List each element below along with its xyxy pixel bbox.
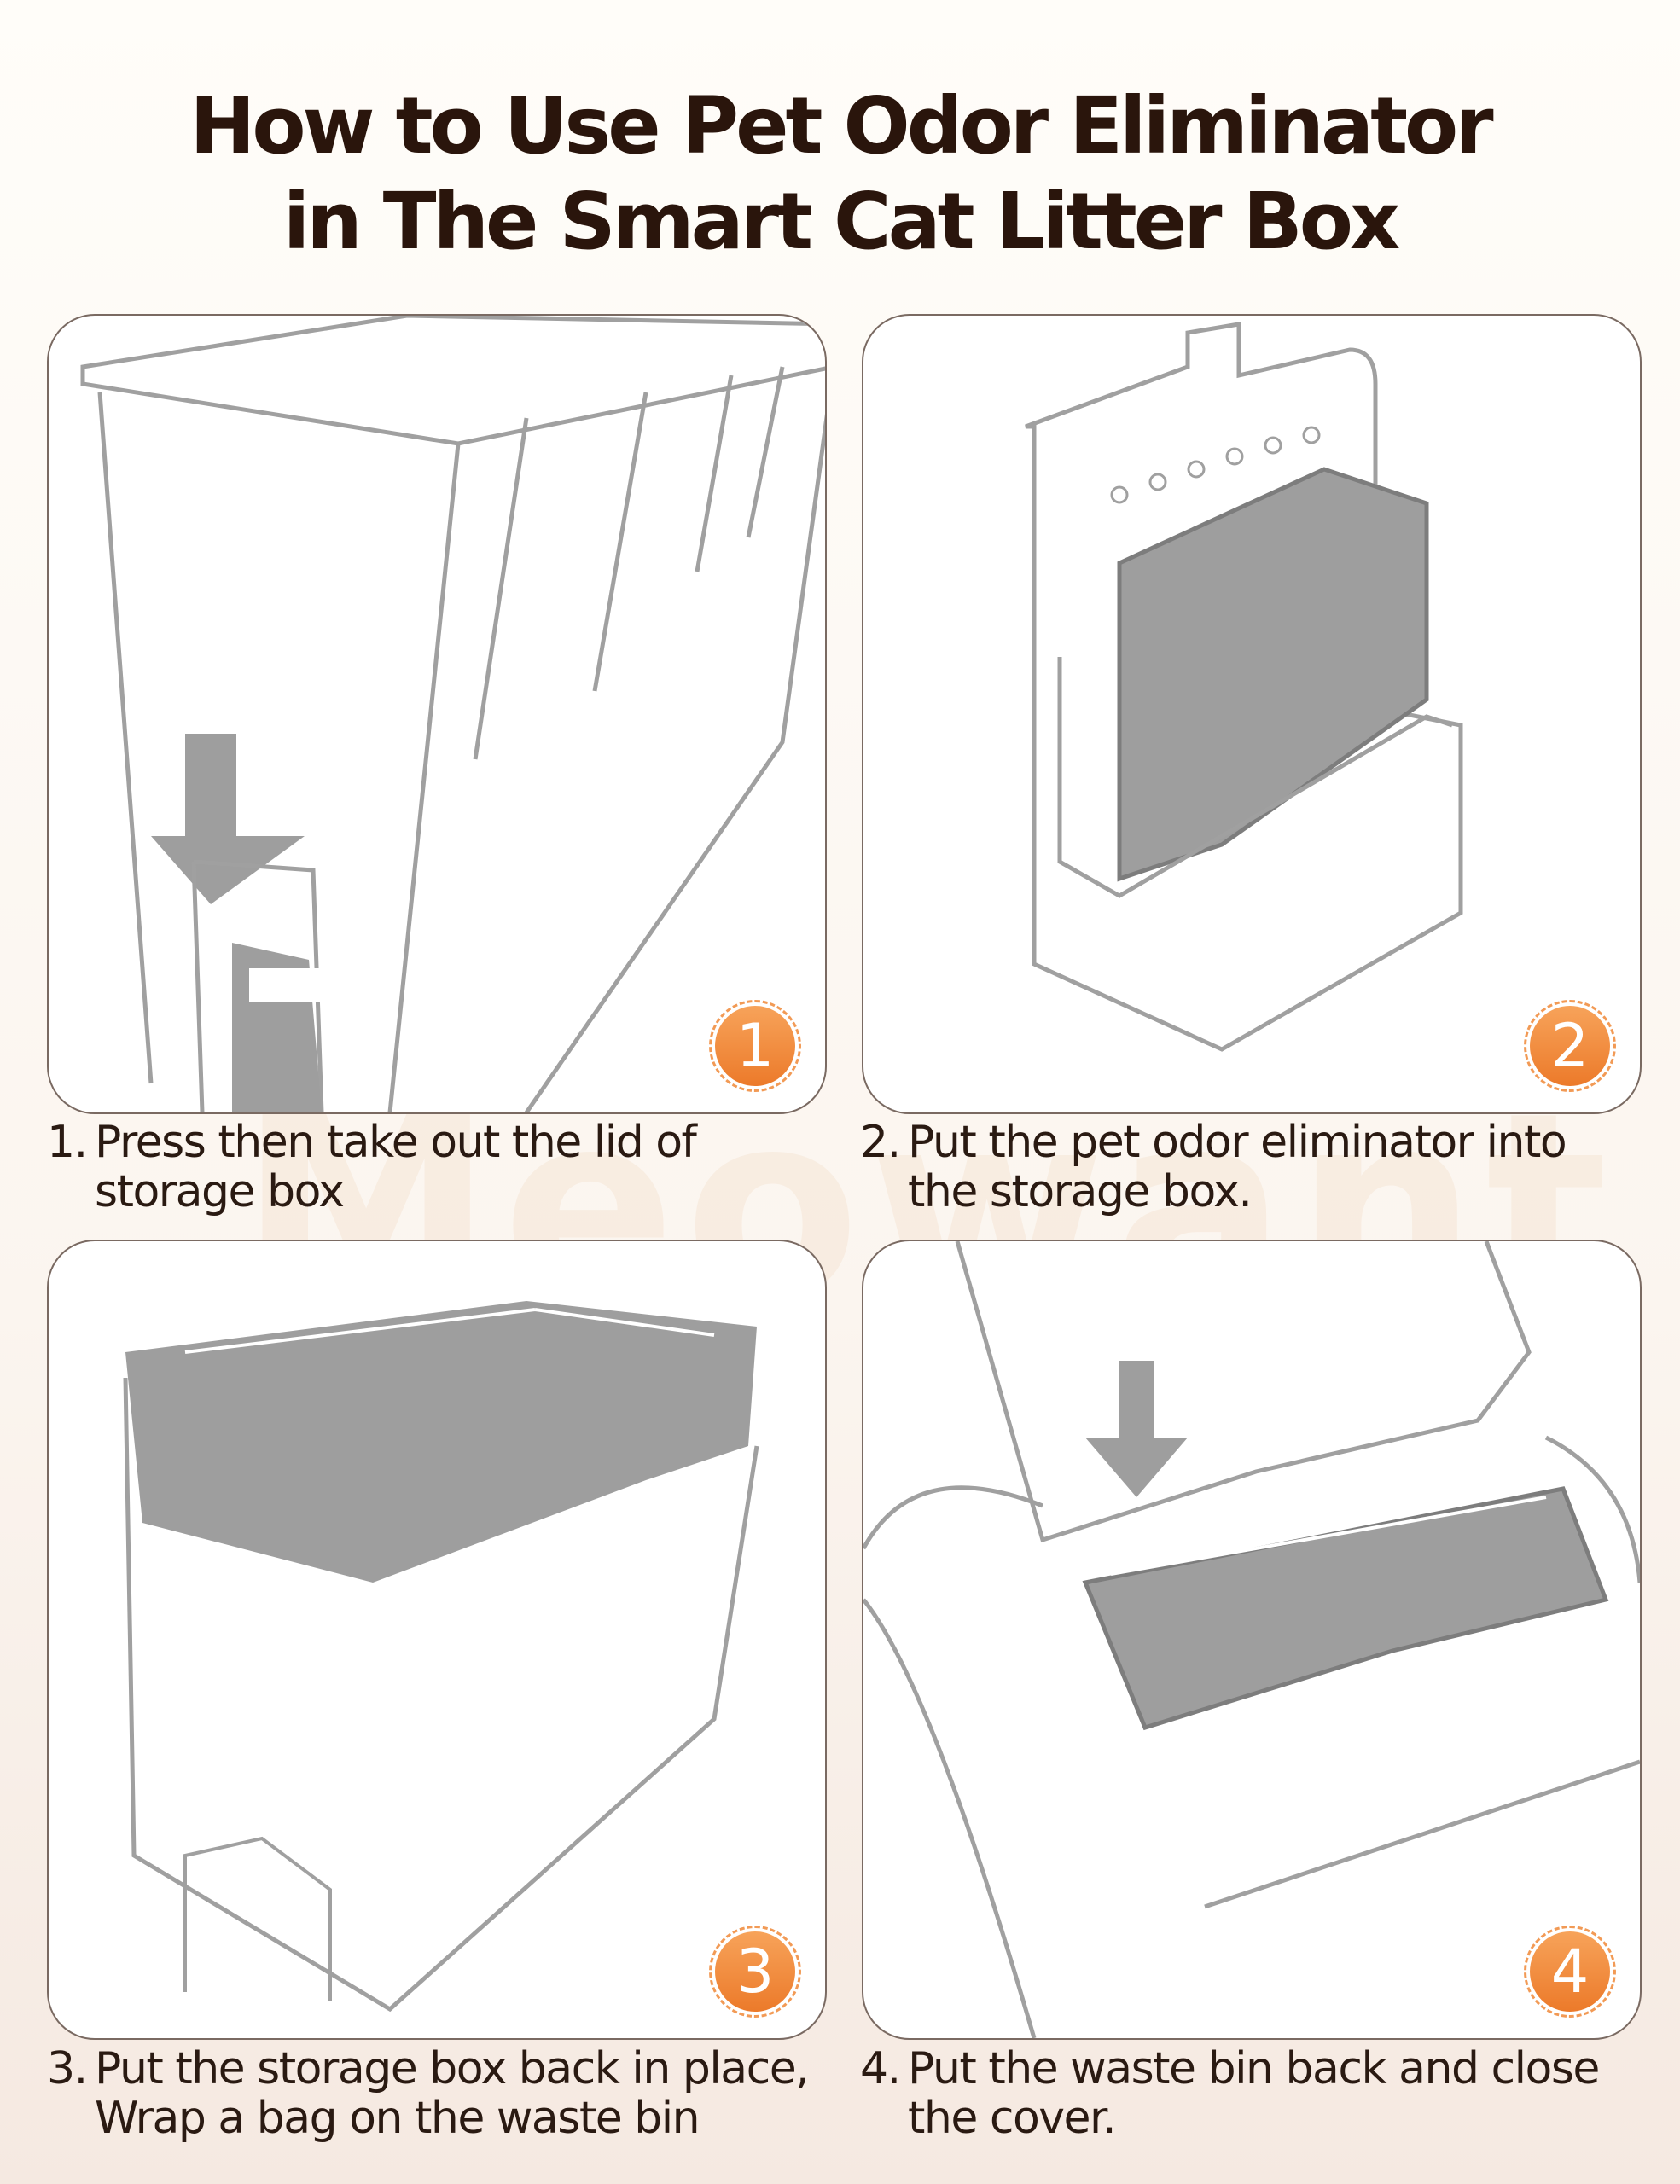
step-number: 4: [1530, 1931, 1610, 2012]
step-number-label: 2.: [860, 1117, 901, 1168]
waste-bin-bag-illustration: [123, 1301, 759, 2013]
step-badge: 4: [1524, 1926, 1616, 2018]
litter-box-close-cover-illustration: [863, 1241, 1640, 2038]
step-1-panel: 1: [47, 314, 827, 1114]
step-3-caption: 3. Put the storage box back in place, Wr…: [47, 2044, 849, 2143]
step-text: Put the pet odor eliminator into the sto…: [908, 1117, 1567, 1217]
step-number: 1: [715, 1006, 795, 1086]
step-1-caption: 1. Press then take out the lid of storag…: [47, 1118, 815, 1217]
step-badge: 3: [709, 1926, 801, 2018]
step-text: Put the storage box back in place, Wrap …: [95, 2043, 810, 2144]
title-line-1: How to Use Pet Odor Eliminator: [189, 80, 1493, 171]
step-4-panel: 4: [862, 1240, 1642, 2040]
step-badge: 2: [1524, 1000, 1616, 1092]
step-number-label: 1.: [47, 1117, 88, 1168]
odor-eliminator-illustration: [1025, 322, 1463, 1052]
step-text: Press then take out the lid of storage b…: [95, 1117, 697, 1217]
title-line-2: in The Smart Cat Litter Box: [282, 176, 1401, 267]
step-number-label: 4.: [860, 2043, 901, 2094]
storage-box-lid-illustration: [80, 316, 825, 1112]
page-title: How to Use Pet Odor Eliminator in The Sm…: [0, 78, 1680, 270]
step-number-label: 3.: [47, 2043, 88, 2094]
step-2-panel: 2: [862, 314, 1642, 1114]
step-2-caption: 2. Put the pet odor eliminator into the …: [860, 1118, 1645, 1217]
step-3-panel: 3: [47, 1240, 827, 2040]
step-number: 3: [715, 1931, 795, 2012]
step-text: Put the waste bin back and close the cov…: [908, 2043, 1600, 2144]
step-4-caption: 4. Put the waste bin back and close the …: [860, 2044, 1645, 2143]
step-badge: 1: [709, 1000, 801, 1092]
step-number: 2: [1530, 1006, 1610, 1086]
